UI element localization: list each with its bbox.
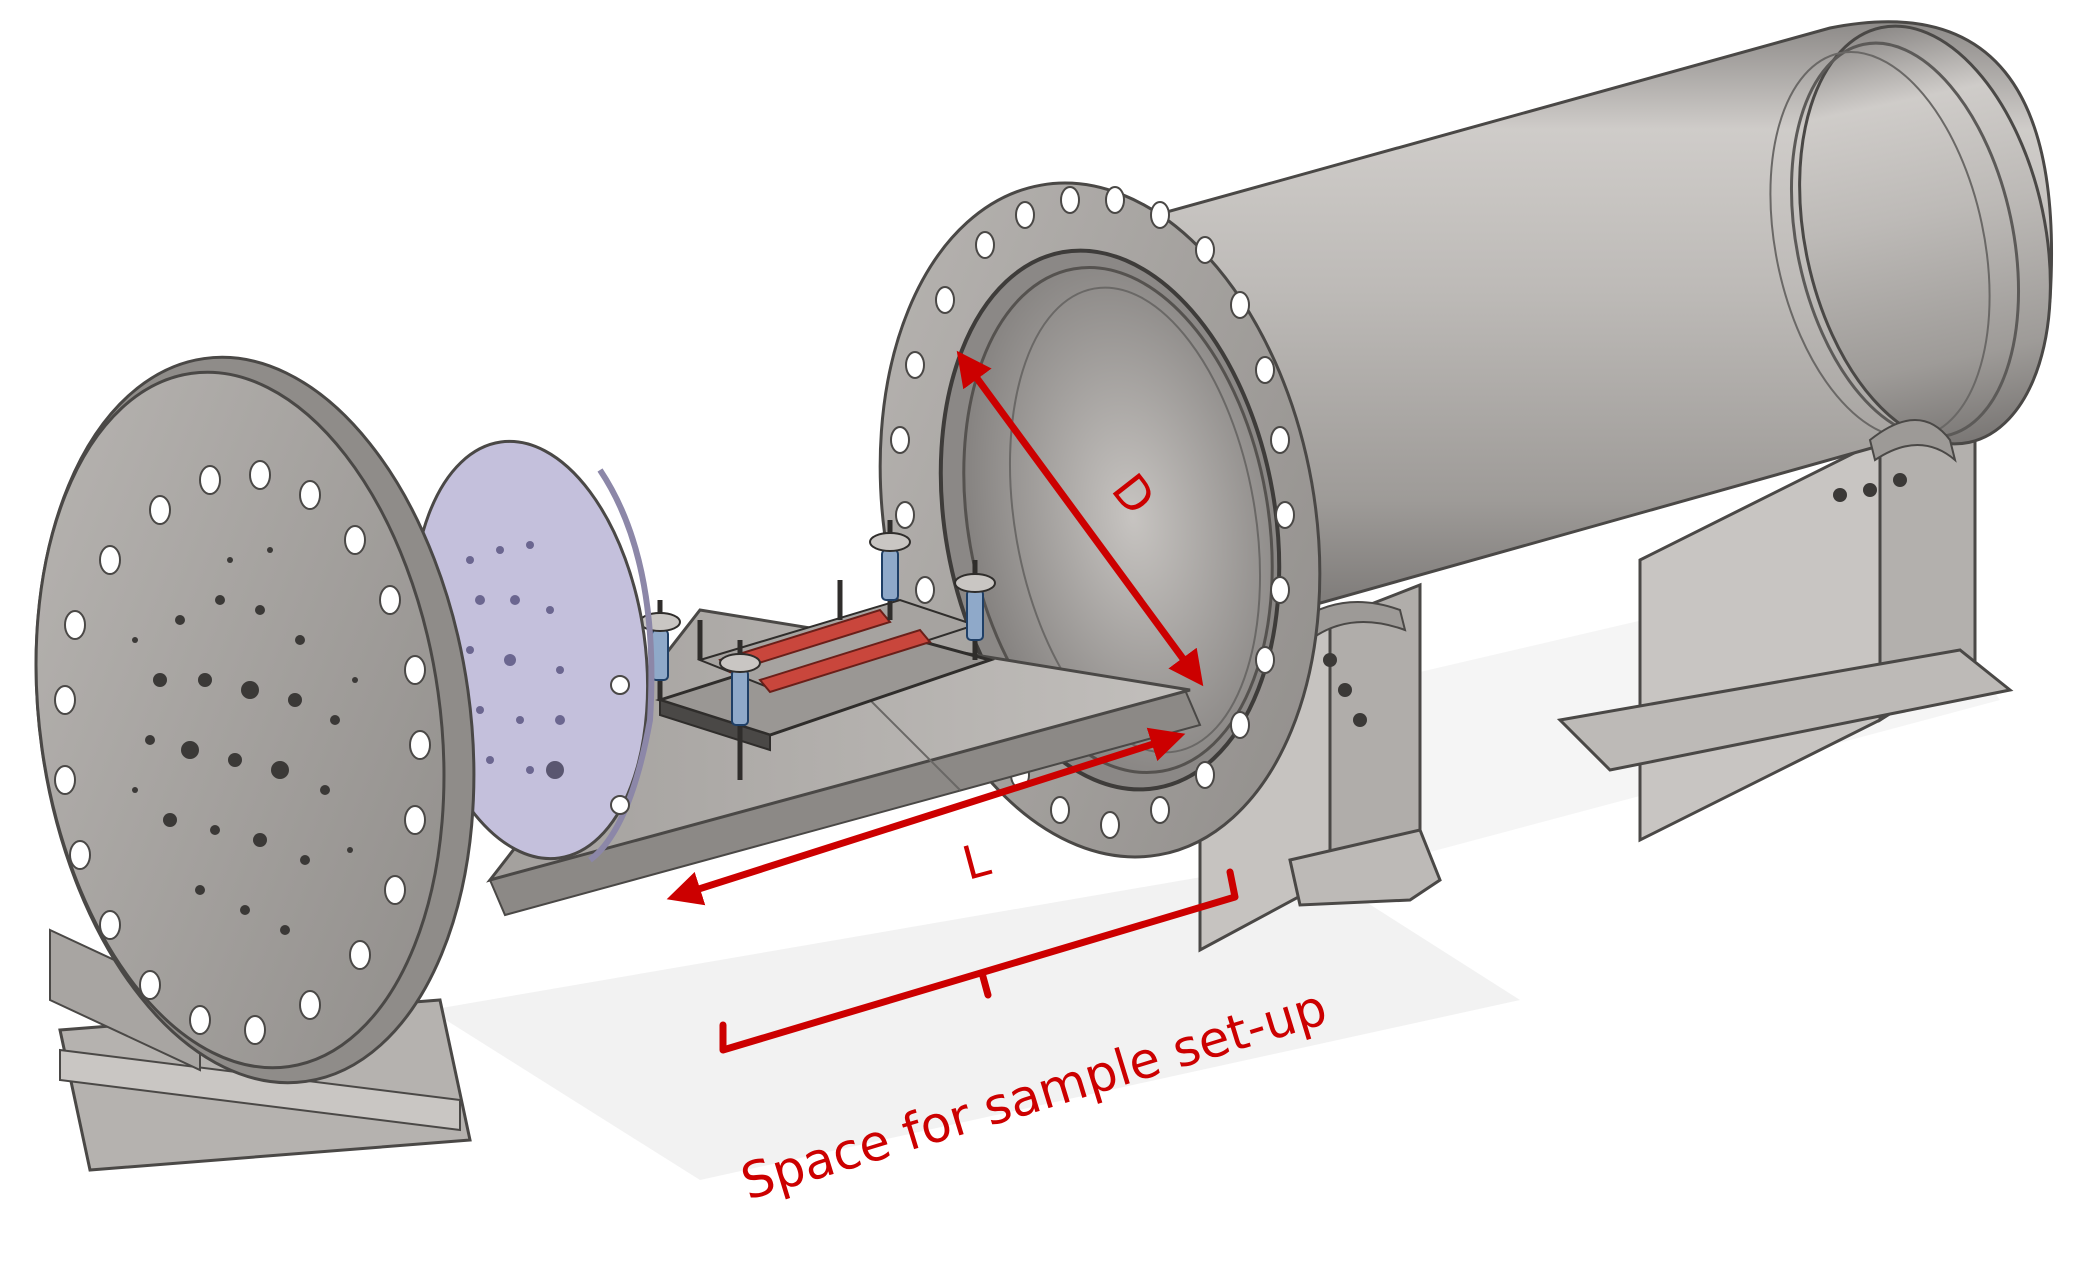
- diameter-arrow: [956, 350, 1204, 687]
- space-bracket: [719, 868, 1239, 1054]
- length-arrow: [666, 727, 1186, 906]
- support-stand-far: [1556, 377, 2014, 843]
- left-end-flange: [34, 355, 476, 1172]
- chamber-cylinder: [1118, 20, 2054, 622]
- length-label: L: [957, 832, 996, 891]
- left-flange-bolt-holes: [54, 460, 431, 1045]
- feedthrough-holes: [132, 547, 358, 935]
